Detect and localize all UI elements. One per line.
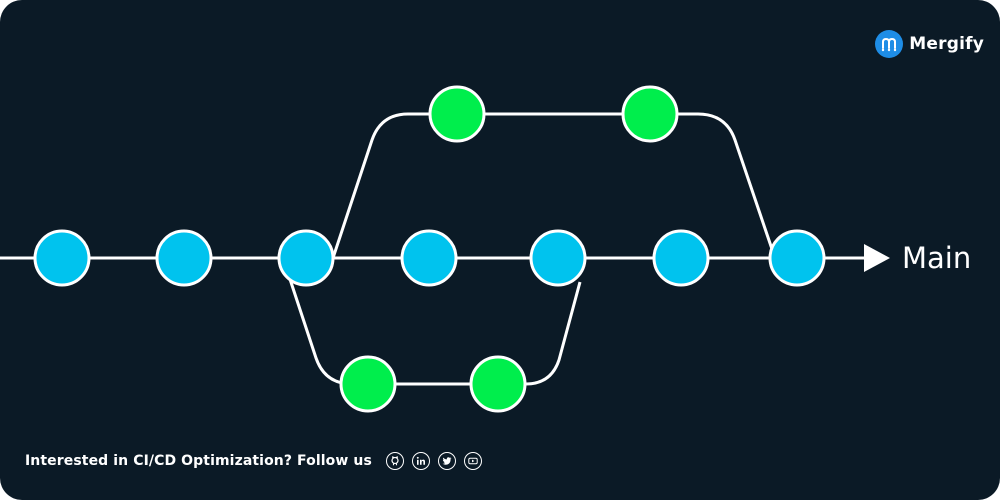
main-commit bbox=[277, 229, 335, 287]
main-commit bbox=[33, 229, 91, 287]
linkedin-icon[interactable] bbox=[411, 452, 430, 470]
upper-branch-commit bbox=[621, 85, 679, 143]
main-arrowhead bbox=[864, 244, 890, 272]
footer: Interested in CI/CD Optimization? Follow… bbox=[25, 452, 482, 470]
main-commit bbox=[652, 229, 710, 287]
github-icon[interactable] bbox=[385, 452, 404, 470]
brand-name: Mergify bbox=[909, 34, 984, 54]
main-commit bbox=[768, 229, 826, 287]
lower-branch-line bbox=[281, 257, 582, 386]
upper-branch-line bbox=[331, 112, 777, 259]
mergify-logo-icon bbox=[875, 30, 904, 58]
main-commit bbox=[155, 229, 213, 287]
mergify-logo: Mergify bbox=[875, 30, 984, 58]
social-links bbox=[385, 452, 482, 470]
lower-branch-commit bbox=[339, 355, 397, 413]
main-commit bbox=[529, 229, 587, 287]
main-commit bbox=[400, 229, 458, 287]
footer-text: Interested in CI/CD Optimization? Follow… bbox=[25, 453, 372, 469]
main-branch-label: Main bbox=[902, 241, 972, 275]
upper-branch-commit bbox=[428, 85, 486, 143]
lower-branch-commit bbox=[469, 355, 527, 413]
twitter-icon[interactable] bbox=[437, 452, 456, 470]
youtube-icon[interactable] bbox=[463, 452, 482, 470]
